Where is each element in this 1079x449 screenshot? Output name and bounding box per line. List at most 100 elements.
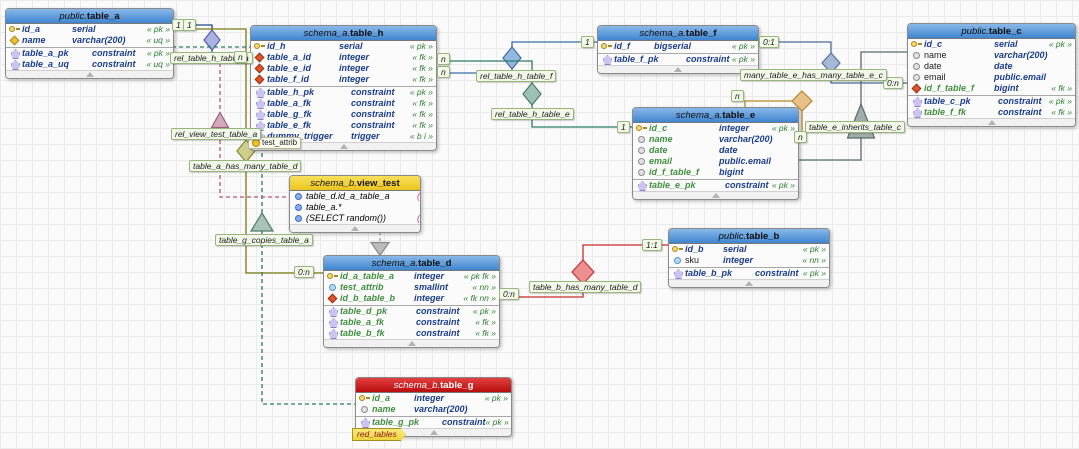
relationship-label-rel_e_e[interactable]: many_table_e_has_many_table_e_c (740, 69, 887, 81)
cardinality-label[interactable]: n (731, 90, 744, 102)
relationship-triangle-rel_g_a[interactable] (249, 211, 275, 232)
attr-name: table_a.* (306, 202, 342, 212)
cardinality-label[interactable]: n (234, 51, 247, 63)
relationship-label-rel_b_d[interactable]: table_b_has_many_table_d (529, 281, 642, 293)
cardinality-label[interactable]: n (437, 66, 450, 78)
relationship-label-rel_h_f[interactable]: rel_table_h_table_f (476, 70, 557, 82)
attr-name: id_f (614, 41, 631, 51)
tag-red-tables[interactable]: red_tables (352, 428, 406, 441)
cardinality-label[interactable]: n (437, 53, 450, 65)
collapse-strip[interactable] (633, 191, 798, 199)
key-icon (9, 25, 20, 34)
key-icon (327, 272, 338, 281)
cardinality-label[interactable]: 0:n (883, 77, 903, 89)
relationship-label-rel_e_c[interactable]: table_e_inherits_table_c (805, 121, 906, 133)
collapse-strip[interactable] (908, 118, 1075, 126)
collapse-strip[interactable] (598, 65, 758, 73)
collapse-strip[interactable] (324, 339, 499, 347)
column-table_d.id_a_table_a[interactable]: table_d.id_a_table_a(id) (290, 191, 420, 202)
relationship-diamond-rel_h_e[interactable] (522, 82, 542, 106)
attr-name: table_c_pk (924, 96, 971, 106)
relationship-attribute-label[interactable]: test_attrib (248, 137, 302, 149)
relationship-triangle-rel_v_a[interactable] (210, 111, 230, 129)
cardinality-label[interactable]: 1 (172, 19, 185, 31)
relationship-diamond-rel_h_a[interactable] (203, 29, 221, 51)
cardinality-label[interactable]: 0:n (499, 288, 519, 300)
cardinality-label[interactable]: 1:1 (642, 239, 662, 251)
collapse-strip[interactable] (356, 428, 511, 436)
collapse-strip[interactable] (6, 70, 173, 78)
collapse-strip[interactable] (669, 279, 829, 287)
relationship-label-rel_a_d[interactable]: table_a_has_many_table_d (189, 160, 302, 172)
cardinality-label[interactable]: n (794, 131, 807, 143)
column-table_a.*[interactable]: table_a.* (290, 202, 420, 213)
cardinality-label[interactable]: 1 (617, 121, 630, 133)
relationship-diamond-rel_h_f[interactable] (502, 46, 522, 70)
cardinality-label[interactable]: 0:1 (759, 36, 779, 48)
cardinality-label[interactable]: 1 (183, 19, 196, 31)
cardinality-label[interactable]: 1 (581, 36, 594, 48)
attr-name: id_a (372, 393, 391, 403)
relationship-label-rel_h_a[interactable]: rel_table_h_table_a (170, 52, 253, 64)
collapse-strip[interactable] (251, 142, 436, 150)
cardinality-label[interactable]: 0:n (294, 266, 314, 278)
collapse-strip[interactable] (290, 224, 420, 232)
relationship-label-rel_g_a[interactable]: table_g_copies_table_a (215, 234, 313, 246)
view-view_test[interactable]: schema_b.view_testtable_d.id_a_table_a(i… (289, 175, 421, 233)
relationship-diamond-rel_e_e[interactable] (791, 90, 813, 112)
relationship-label-rel_h_e[interactable]: rel_table_h_table_e (491, 108, 574, 120)
relationship-triangle-rel_v_d[interactable] (369, 241, 391, 257)
relationship-label-rel_v_a[interactable]: rel_view_test_table_a (171, 128, 262, 140)
column-(SELECTrandom())[interactable]: (SELECT random())(_expr) (290, 213, 420, 224)
attr-name: table_g_pk (372, 417, 420, 427)
